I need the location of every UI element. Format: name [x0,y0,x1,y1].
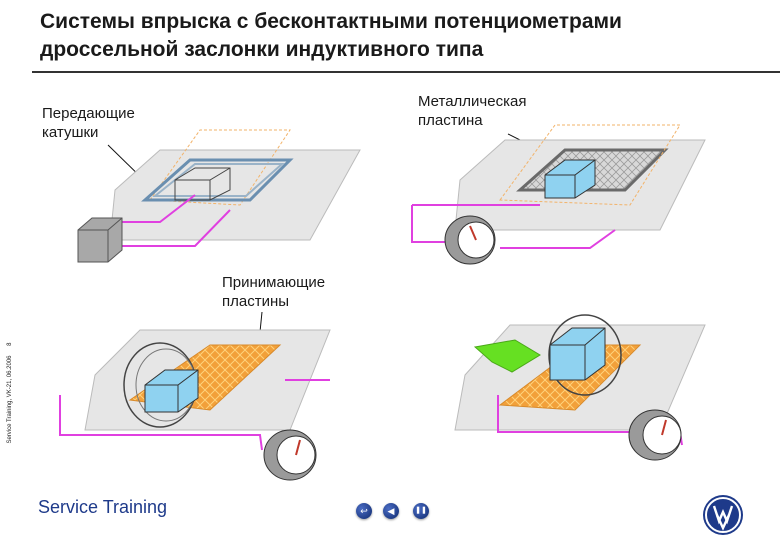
wire-1a [110,194,196,223]
slide-title: Системы впрыска с бесконтактными потенци… [40,10,622,61]
panel-transmit-coils [77,129,361,263]
gauge-2 [444,215,496,265]
control-unit-1 [77,217,123,263]
label-metal-plate: Металлическая пластина [418,93,527,129]
side-footnote-text: Service Training, VK-21, 06.2006 [7,355,13,444]
wire-3a [59,395,150,436]
coil-rings-4 [548,314,622,396]
wire-2c [500,229,616,249]
coil-field-2 [499,124,681,206]
metal-plate-3 [144,369,199,413]
gauge-3 [263,429,317,481]
wire-3b [150,434,263,451]
transmit-coil-1 [141,158,294,202]
vw-logo-icon [703,495,743,535]
wire-1b [120,209,231,247]
side-page-number: 8 [7,342,13,346]
panel-receive-plates [59,329,331,481]
panel-metal-plate [411,124,706,265]
metal-plate-outline-1 [174,167,231,201]
wire-4a [497,395,585,433]
previous-button[interactable]: ◀ [383,503,399,519]
back-button[interactable]: ↩ [356,503,372,519]
pause-button[interactable]: ❚❚ [413,503,429,519]
metal-plate-4 [549,327,606,381]
label-receive-plates: Принимающие пластины [222,274,326,310]
coil-field-1 [149,129,291,206]
title-underline [32,71,780,73]
label-transmit-coils: Передающие катушки [42,105,135,141]
metal-plate-2 [544,159,596,199]
footer-brand: Service Training [38,497,168,517]
side-footnote: Service Training, VK-21, 06.2006 8 [7,323,13,463]
transmit-coil-inner-1 [152,163,285,197]
panel-movement [454,314,706,461]
gauge-4 [628,409,682,461]
motion-arrow [473,339,541,373]
